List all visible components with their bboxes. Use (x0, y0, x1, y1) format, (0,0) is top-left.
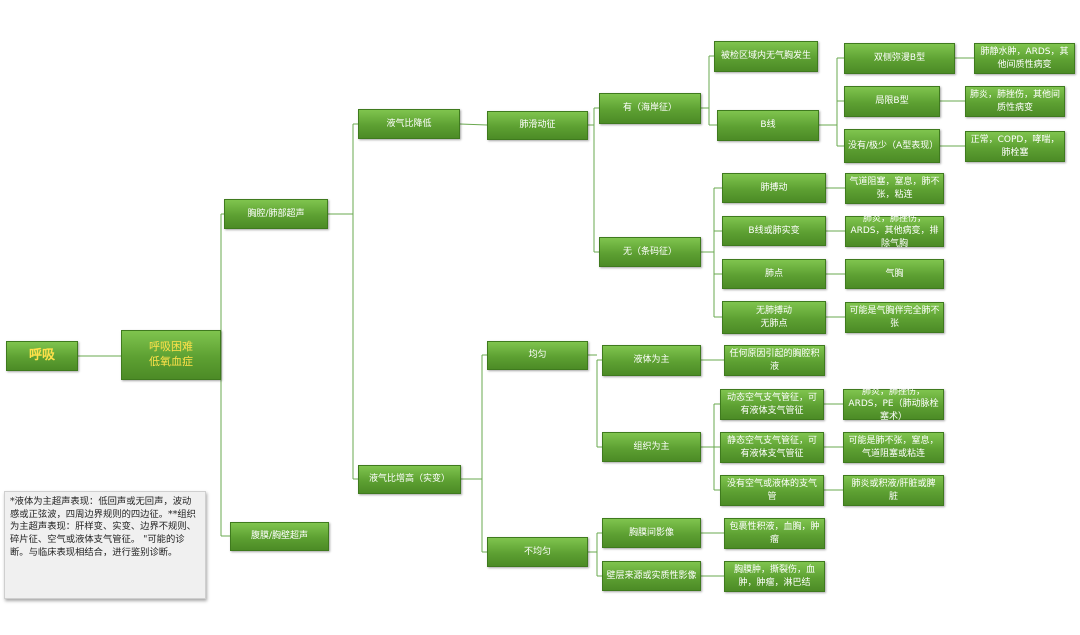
node-b-lines: B线 (717, 110, 819, 141)
node-bline-consolidation-result: 肺炎，肺挫伤，ARDS，其他病变，排除气胸 (845, 214, 944, 249)
node-interpleural-image: 胸膜间影像 (602, 518, 701, 548)
node-bilateral-diffuse-b-result: 肺静水肿，ARDS，其他间质性病变 (974, 43, 1075, 74)
node-no-bronchogram-result: 肺炎或积液/肝脏或脾脏 (843, 475, 944, 506)
node-bline-consolidation: B线或肺实变 (722, 216, 826, 246)
node-interpleural-image-result: 包裹性积液，血胸，肿瘤 (724, 518, 825, 549)
footnote-box: *液体为主超声表现：低回声或无回声，波动感或正弦波，四周边界规则的四边征。**组… (4, 491, 206, 599)
node-sliding-no: 无（条码征） (599, 237, 701, 267)
node-lung-pulse: 肺搏动 (722, 173, 826, 203)
node-breathing: 呼吸 (6, 341, 78, 371)
node-chest-lung-ultrasound: 胸腔/肺部超声 (224, 199, 328, 229)
node-no-lung-pulse-result: 可能是气胸伴完全肺不张 (845, 302, 944, 333)
node-fluid-dominant-result: 任何原因引起的胸腔积液 (724, 345, 825, 376)
node-dynamic-air-bronchogram: 动态空气支气管征，可有液体支气管征 (720, 389, 824, 420)
node-static-air-bronchogram-result: 可能是肺不张，窒息，气道阻塞或粘连 (843, 432, 944, 463)
node-fluid-air-ratio-high: 液气比增高（实变） (358, 465, 461, 494)
node-a-pattern-result: 正常，COPD，哮喘，肺栓塞 (965, 131, 1065, 162)
node-bilateral-diffuse-b: 双侧弥漫B型 (844, 43, 955, 74)
node-parietal-solid-image-result: 胸膜肿，撕裂伤，血肿，肿瘤，淋巴结 (724, 561, 825, 592)
node-static-air-bronchogram: 静态空气支气管征，可有液体支气管征 (720, 432, 824, 463)
node-nonuniform: 不均匀 (487, 537, 588, 567)
node-lung-point-result: 气胸 (845, 259, 944, 289)
node-no-lung-pulse: 无肺搏动 无肺点 (722, 301, 826, 334)
node-dynamic-air-bronchogram-result: 肺炎，肺挫伤，ARDS，PE（肺动脉栓塞术） (843, 387, 944, 422)
connector-line (459, 123, 488, 126)
node-peritoneum-chestwall-ultrasound: 腹膜/胸壁超声 (230, 522, 329, 551)
node-a-pattern: 没有/极少（A型表现） (844, 129, 940, 163)
node-localized-b-result: 肺炎，肺挫伤，其他间质性病变 (965, 86, 1065, 117)
node-fluid-air-ratio-low: 液气比降低 (358, 109, 460, 139)
node-sliding-yes: 有（海岸征） (599, 93, 701, 124)
node-lung-pulse-result: 气道阻塞，窒息，肺不张，粘连 (845, 173, 944, 204)
node-dyspnea-hypoxemia: 呼吸困难 低氧血症 (121, 330, 221, 380)
node-lung-sliding: 肺滑动征 (487, 111, 588, 140)
node-no-pneumothorax: 被检区域内无气胸发生 (714, 41, 818, 72)
node-localized-b: 局限B型 (844, 86, 940, 117)
node-tissue-dominant: 组织为主 (602, 432, 701, 462)
node-uniform: 均匀 (487, 341, 588, 370)
node-parietal-solid-image: 壁层来源或实质性影像 (602, 561, 701, 591)
node-lung-point: 肺点 (722, 259, 826, 289)
node-fluid-dominant: 液体为主 (602, 345, 701, 376)
node-no-bronchogram: 没有空气或液体的支气管 (720, 475, 824, 506)
